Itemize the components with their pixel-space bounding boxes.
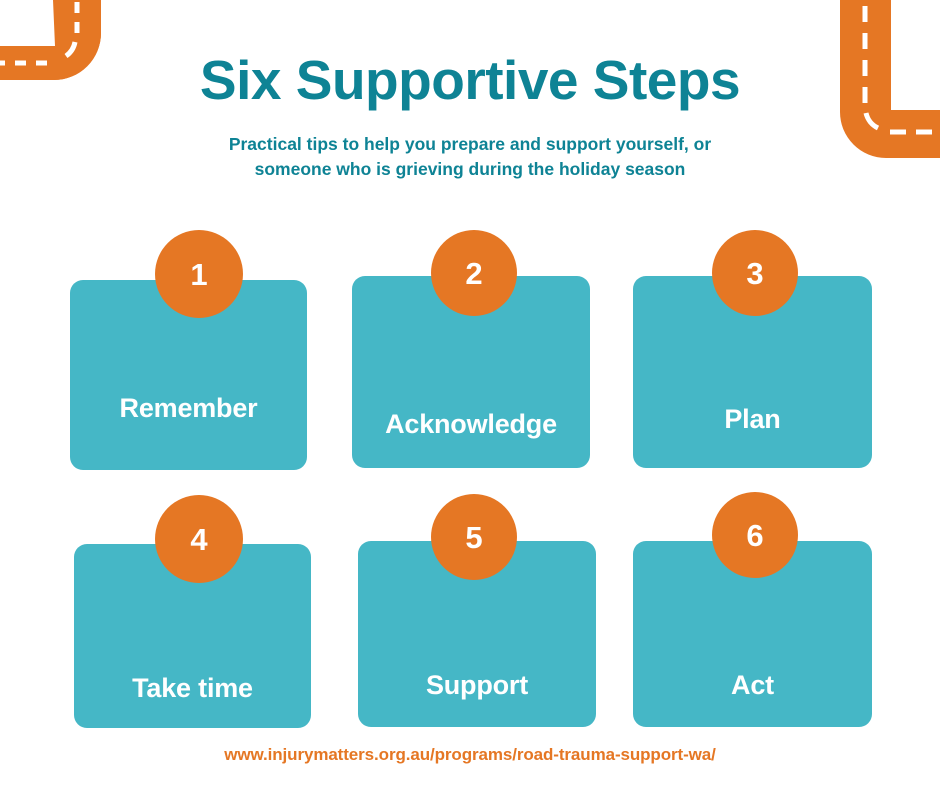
step-badge-4: 4 xyxy=(155,495,243,583)
step-label-5: Support xyxy=(425,670,529,700)
step-badge-1: 1 xyxy=(155,230,243,318)
subtitle-line-2: someone who is grieving during the holid… xyxy=(254,158,686,179)
step-label-4: Take time xyxy=(132,673,253,703)
step-number-4: 4 xyxy=(190,521,208,557)
step-number-6: 6 xyxy=(746,517,764,553)
step-card-4[interactable]: Take time xyxy=(74,544,311,728)
step-number-2: 2 xyxy=(465,255,483,291)
steps-row-2: Take time 4 Support 5 Act 6 xyxy=(0,488,940,738)
step-number-3: 3 xyxy=(746,255,764,291)
page-subtitle: Practical tips to help you prepare and s… xyxy=(190,132,750,182)
poster-header: Six Supportive Steps Practical tips to h… xyxy=(0,49,940,182)
step-number-1: 1 xyxy=(190,256,208,292)
step-label-1: Remember xyxy=(119,393,258,423)
step-label-3: Plan xyxy=(724,404,781,434)
step-label-6: Act xyxy=(731,670,774,700)
page-title: Six Supportive Steps xyxy=(199,49,741,111)
steps-row-1: Remember 1 Acknowledge 2 Plan 3 xyxy=(0,230,940,480)
step-label-2: Acknowledge xyxy=(385,409,557,439)
subtitle-line-1: Practical tips to help you prepare and s… xyxy=(228,133,712,154)
step-badge-3: 3 xyxy=(712,230,798,316)
step-badge-2: 2 xyxy=(431,230,517,316)
footer-website-url[interactable]: www.injurymatters.org.au/programs/road-t… xyxy=(224,745,716,764)
step-badge-6: 6 xyxy=(712,492,798,578)
step-card-1[interactable]: Remember xyxy=(70,280,307,470)
step-badge-5: 5 xyxy=(431,494,517,580)
step-number-5: 5 xyxy=(465,519,483,555)
